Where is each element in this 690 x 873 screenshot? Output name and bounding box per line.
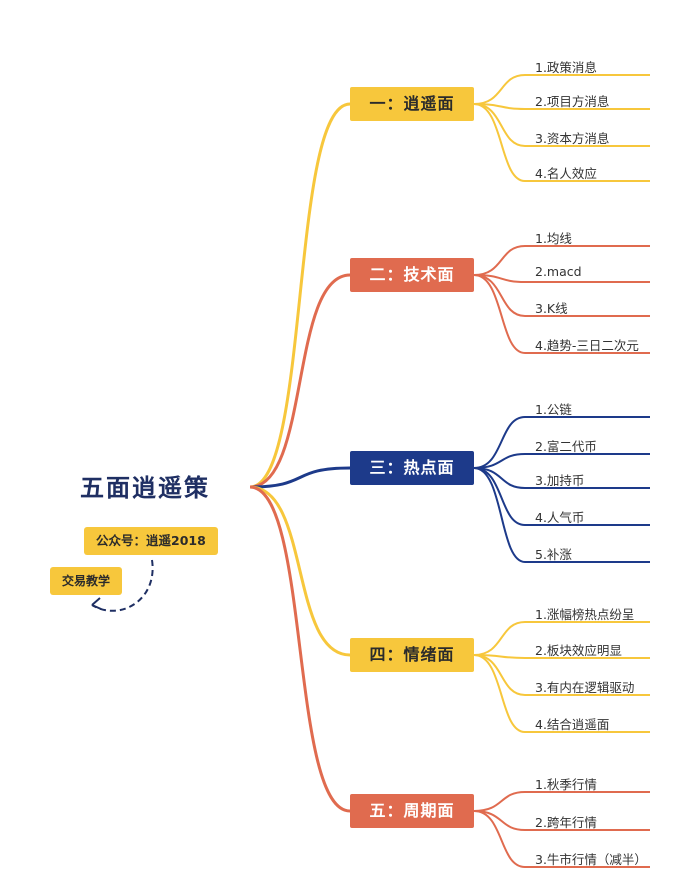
leaf-connector — [473, 274, 650, 317]
branch-connector — [249, 466, 351, 489]
leaf-item: 3.加持币 — [535, 473, 585, 488]
leaf-item: 2.macd — [535, 264, 582, 279]
branch-node: 四：情绪面 — [350, 638, 474, 672]
leaf-connector — [473, 74, 650, 105]
branch-connector — [249, 102, 351, 489]
leaf-item: 2.项目方消息 — [535, 94, 610, 109]
leaf-connector — [473, 467, 650, 563]
branch-node: 一：逍遥面 — [350, 87, 474, 121]
branch-connector — [249, 485, 351, 813]
leaf-connector — [473, 416, 650, 469]
leaf-connector — [473, 654, 650, 696]
leaf-item: 4.人气币 — [535, 510, 585, 525]
branch-connector — [249, 485, 351, 657]
dashed-arrow — [91, 559, 154, 612]
leaf-item: 4.名人效应 — [535, 166, 597, 181]
leaf-connector — [473, 621, 650, 656]
leaf-connector — [473, 654, 650, 659]
leaf-connector — [473, 654, 650, 733]
leaf-item: 3.K线 — [535, 301, 568, 316]
leaf-item: 2.富二代币 — [535, 439, 597, 454]
leaf-connector — [473, 103, 650, 110]
leaf-connector — [473, 453, 650, 469]
leaf-connector — [473, 810, 650, 831]
leaf-item: 2.跨年行情 — [535, 815, 597, 830]
branch-node: 三：热点面 — [350, 451, 474, 485]
leaf-item: 4.趋势-三日二次元 — [535, 338, 639, 353]
leaf-item: 1.秋季行情 — [535, 777, 597, 792]
leaf-item: 1.政策消息 — [535, 60, 597, 75]
branch-connector — [249, 273, 351, 489]
arrow-head-icon — [91, 597, 102, 610]
leaf-connector — [473, 467, 650, 489]
leaf-item: 3.资本方消息 — [535, 131, 610, 146]
wechat-tag: 公众号：逍遥2018 — [84, 527, 218, 555]
branch-node: 五：周期面 — [350, 794, 474, 828]
leaf-item: 2.板块效应明显 — [535, 643, 622, 658]
leaf-connector — [473, 103, 650, 182]
leaf-item: 1.公链 — [535, 402, 572, 417]
leaf-connector — [473, 245, 650, 276]
leaf-connector — [473, 274, 650, 283]
leaf-item: 1.涨幅榜热点纷呈 — [535, 607, 635, 622]
leaf-connector — [473, 810, 650, 868]
root-title: 五面逍遥策 — [80, 474, 210, 502]
teaching-tag: 交易教学 — [50, 567, 123, 595]
leaf-item: 1.均线 — [535, 231, 572, 246]
leaf-item: 5.补涨 — [535, 547, 572, 562]
leaf-item: 4.结合逍遥面 — [535, 717, 610, 732]
branch-node: 二：技术面 — [350, 258, 474, 292]
leaf-item: 3.牛市行情（减半） — [535, 852, 647, 867]
leaf-connector — [473, 274, 650, 354]
leaf-connector — [473, 791, 650, 812]
leaf-item: 3.有内在逻辑驱动 — [535, 680, 635, 695]
